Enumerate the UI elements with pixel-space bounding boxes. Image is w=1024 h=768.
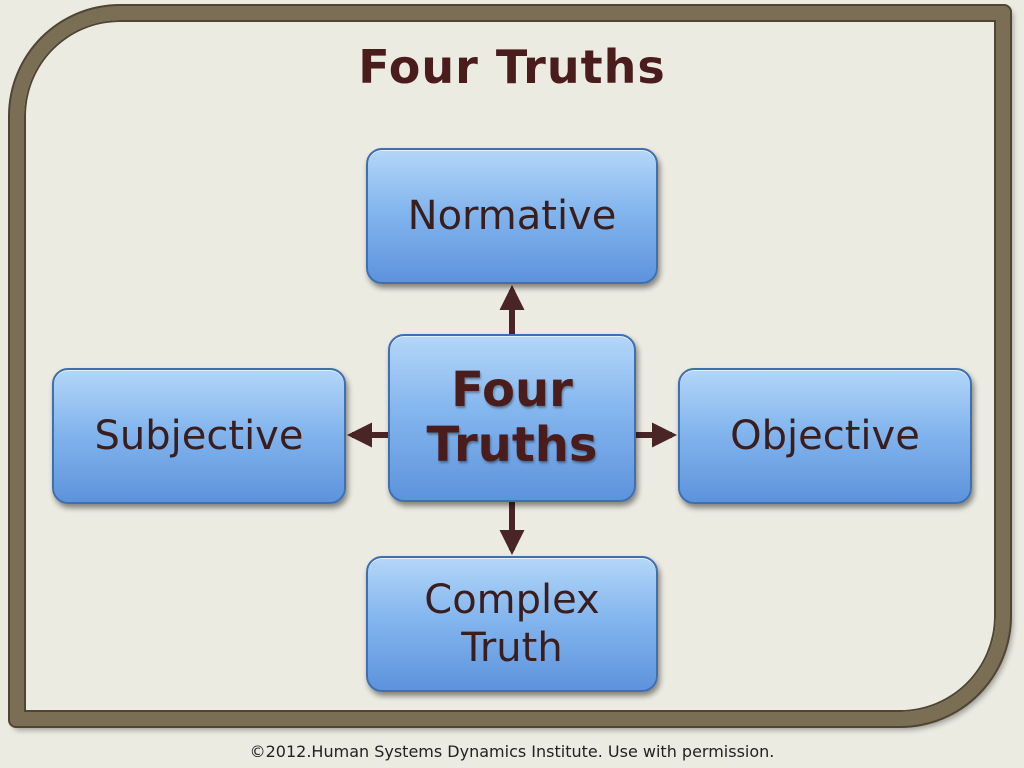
objective-label: Objective xyxy=(730,413,920,459)
subjective-label: Subjective xyxy=(94,413,304,459)
objective-node: Objective xyxy=(678,368,972,504)
complex-truth-label-line2: Truth xyxy=(461,625,563,671)
complex-truth-label-line1: Complex xyxy=(424,577,600,623)
center-node: Four Truths xyxy=(388,334,636,502)
copyright-footer: ©2012.Human Systems Dynamics Institute. … xyxy=(249,742,775,761)
slide-title: Four Truths xyxy=(358,40,666,94)
complex-truth-node: Complex Truth xyxy=(366,556,658,692)
normative-label: Normative xyxy=(407,193,617,239)
center-label-line2: Truths xyxy=(426,417,598,473)
normative-node: Normative xyxy=(366,148,658,284)
subjective-node: Subjective xyxy=(52,368,346,504)
center-label-line1: Four xyxy=(451,361,573,418)
